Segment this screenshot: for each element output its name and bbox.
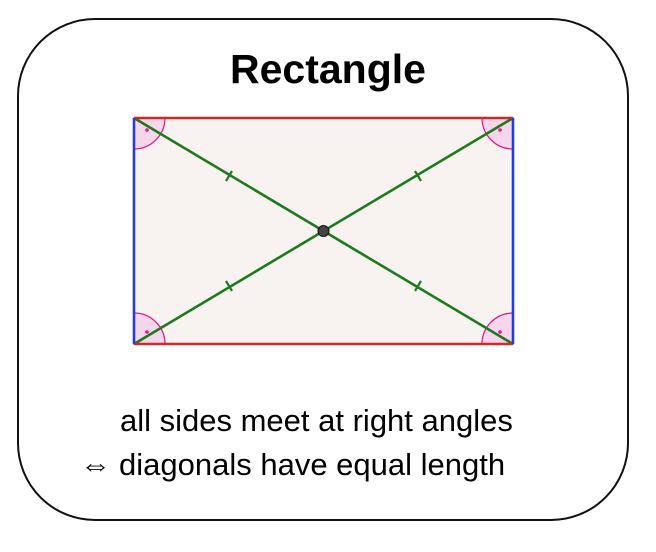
angle-mark-bottom-right: [481, 312, 514, 345]
angle-mark-top-left: [133, 117, 166, 150]
center-point: [317, 225, 330, 237]
long-sides: [134, 116, 513, 346]
angle-dot-bottom-right: [498, 330, 502, 334]
angle-mark-bottom-left: [133, 312, 166, 345]
right-angle-marks: [133, 117, 514, 345]
tick-mark: [225, 170, 233, 182]
tick-mark: [225, 280, 233, 292]
diagram-title: Rectangle: [230, 46, 426, 92]
equivalence-symbol: ⇔: [80, 447, 111, 482]
angle-mark-top-right: [481, 117, 514, 150]
angle-dot-bottom-left: [145, 330, 149, 334]
angle-dot-top-right: [498, 128, 502, 132]
equal-length-ticks: [225, 170, 422, 292]
short-sides: [132, 118, 515, 344]
right-angle-dots: [145, 128, 502, 334]
caption-line-1: all sides meet at right angles: [120, 403, 513, 438]
caption-line-2: ⇔diagonals have equal length: [80, 447, 505, 483]
tick-mark: [414, 170, 422, 182]
angle-dot-top-left: [145, 128, 149, 132]
caption-line-2-text: diagonals have equal length: [119, 447, 506, 482]
tick-mark: [414, 280, 422, 292]
